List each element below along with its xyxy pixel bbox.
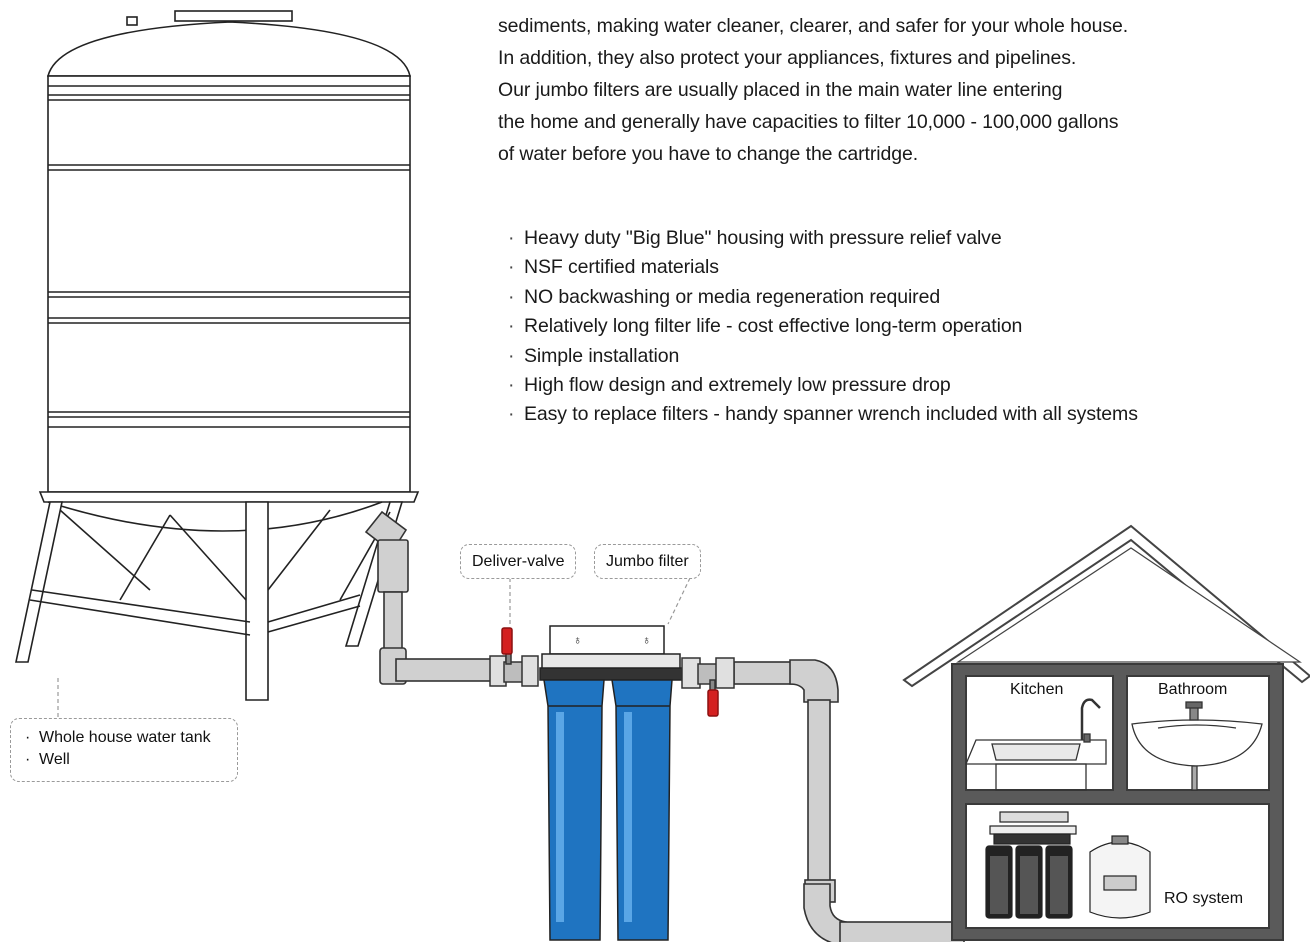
svg-text:♁: ♁ bbox=[573, 633, 582, 647]
source-item-text: Well bbox=[39, 751, 70, 768]
feature-text: Relatively long filter life - cost effec… bbox=[524, 315, 1023, 338]
pipework bbox=[364, 510, 965, 942]
bullet: · bbox=[508, 285, 515, 308]
bullet: · bbox=[508, 403, 515, 426]
bullet: · bbox=[508, 344, 515, 367]
jumbo-filter-label: Jumbo filter bbox=[594, 544, 701, 579]
feature-text: Heavy duty "Big Blue" housing with press… bbox=[524, 227, 1002, 249]
intro-line: In addition, they also protect your appl… bbox=[498, 47, 1077, 69]
house bbox=[902, 524, 1310, 941]
callout-leaders bbox=[57, 577, 691, 718]
feature-item: · NO backwashing or media regeneration re… bbox=[508, 283, 1308, 312]
kitchen-label: Kitchen bbox=[1010, 681, 1064, 698]
bullet: · bbox=[508, 256, 515, 279]
feature-item: · High flow design and extremely low pres… bbox=[508, 371, 1308, 400]
intro-line: sediments, making water cleaner, clearer… bbox=[498, 15, 1129, 37]
feature-item: · Heavy duty "Big Blue" housing with pres… bbox=[508, 224, 1308, 253]
source-item: · Well bbox=[25, 749, 237, 771]
bathroom-label: Bathroom bbox=[1158, 681, 1228, 698]
deliver-valve bbox=[489, 627, 539, 687]
intro-line: Our jumbo filters are usually placed in … bbox=[498, 79, 1063, 101]
water-source-callout: · Whole house water tank · Well bbox=[10, 718, 238, 782]
ro-system-unit bbox=[985, 811, 1151, 919]
outlet-valve bbox=[681, 657, 735, 717]
bullet: · bbox=[508, 374, 515, 397]
bathroom-basin bbox=[1131, 701, 1263, 791]
svg-text:♁: ♁ bbox=[642, 633, 651, 647]
feature-item: · NSF certified materials bbox=[508, 253, 1308, 282]
water-tank bbox=[15, 10, 420, 701]
jumbo-filter: ♁ ♁ bbox=[539, 625, 683, 941]
kitchen-sink bbox=[965, 698, 1107, 791]
feature-item: · Simple installation bbox=[508, 342, 1308, 371]
feature-item: · Relatively long filter life - cost effe… bbox=[508, 312, 1308, 341]
bullet: · bbox=[508, 315, 515, 338]
source-item: · Whole house water tank bbox=[25, 727, 237, 749]
feature-text: Easy to replace filters - handy spanner … bbox=[524, 403, 1138, 426]
feature-text: Simple installation bbox=[524, 344, 680, 367]
feature-list: · Heavy duty "Big Blue" housing with pres… bbox=[508, 224, 1308, 430]
bullet: · bbox=[508, 227, 515, 249]
feature-text: NO backwashing or media regeneration req… bbox=[524, 285, 941, 308]
deliver-valve-label: Deliver-valve bbox=[460, 544, 577, 579]
intro-line: the home and generally have capacities t… bbox=[498, 111, 1119, 133]
source-item-text: Whole house water tank bbox=[39, 729, 211, 746]
feature-text: NSF certified materials bbox=[524, 256, 719, 279]
feature-text: High flow design and extremely low press… bbox=[524, 374, 951, 397]
feature-item: · Easy to replace filters - handy spanner… bbox=[508, 400, 1308, 429]
intro-paragraph: sediments, making water cleaner, clearer… bbox=[498, 10, 1298, 170]
intro-line: of water before you have to change the c… bbox=[498, 143, 919, 165]
ro-system-label: RO system bbox=[1164, 890, 1244, 907]
bullet: · bbox=[25, 751, 31, 768]
bullet: · bbox=[25, 729, 31, 746]
